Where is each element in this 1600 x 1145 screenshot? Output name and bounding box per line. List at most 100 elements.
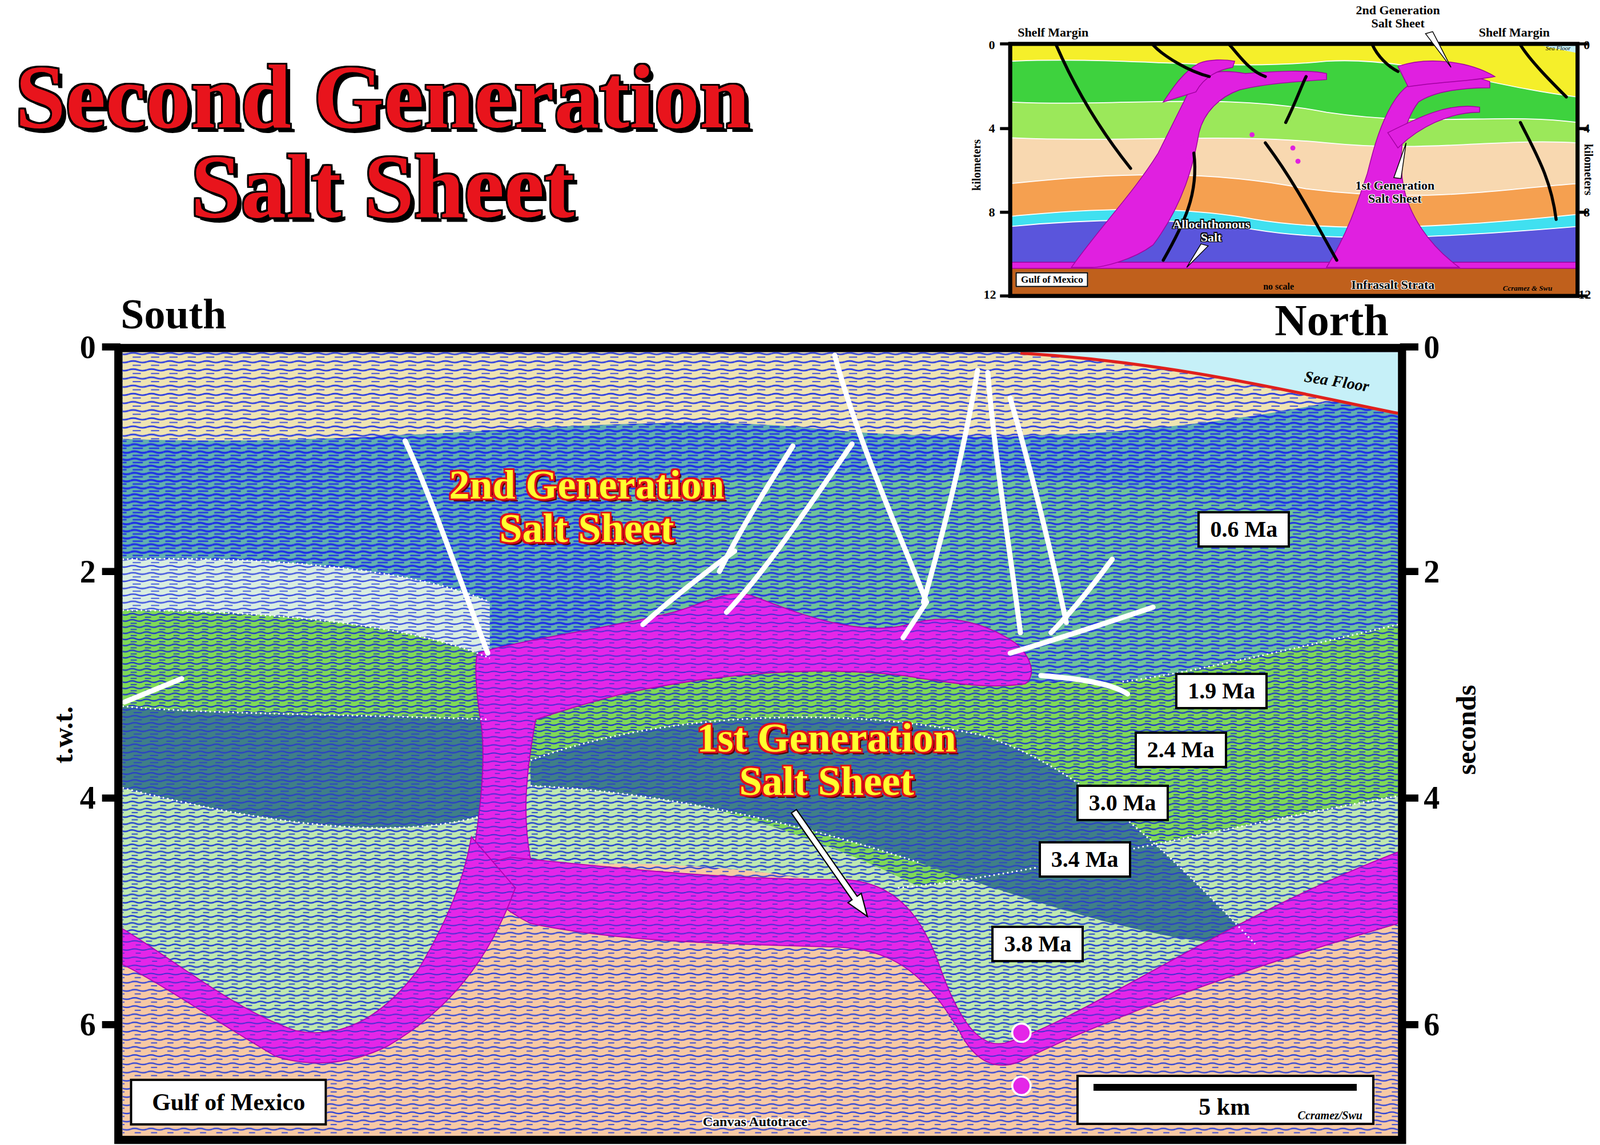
axis-title: kilometers <box>970 139 983 191</box>
age-label: 0.6 Ma <box>1209 516 1278 542</box>
axis-title: t.w.t. <box>49 706 78 764</box>
age-box: 0.6 Ma <box>1197 511 1290 548</box>
seismic-section <box>471 593 1032 868</box>
depth-ticks <box>999 294 1011 298</box>
inset-cross-section <box>1285 76 1307 123</box>
seismic-section <box>122 706 488 720</box>
salt-sheet-label: 2nd Generation Salt Sheet <box>1351 2 1446 30</box>
inset-cross-section <box>1010 137 1578 296</box>
salt-label: Allochthonous Salt <box>1165 217 1257 244</box>
inset-cross-section <box>1295 158 1301 164</box>
region-label: Gulf of Mexico <box>151 1088 306 1116</box>
scale-bar <box>1093 1083 1357 1091</box>
seismic-section <box>834 355 927 638</box>
scale-note: no scale <box>1263 282 1294 292</box>
slide-title: Second Generation Salt Sheet <box>0 51 766 232</box>
seismic-section <box>124 678 182 702</box>
inset-cross-section <box>1179 131 1301 164</box>
inset-cross-section <box>1071 71 1327 268</box>
inset-cross-section <box>1520 122 1557 220</box>
seismic-section <box>122 352 1398 1136</box>
age-box: 3.4 Ma <box>1038 841 1132 878</box>
seismic-section <box>122 610 490 720</box>
depth-number: 4 <box>988 122 995 135</box>
seismic-section <box>791 809 868 917</box>
credit-note: Ccramez & Swu <box>1502 283 1553 292</box>
depth-number: 8 <box>1583 206 1590 219</box>
salt-sheet-label: 1st Generation Salt Sheet <box>666 717 987 804</box>
time-number: 4 <box>1423 781 1440 814</box>
age-label: 3.0 Ma <box>1088 790 1157 816</box>
inset-cross-section <box>1397 61 1495 87</box>
region-box: Gulf of Mexico <box>1015 271 1089 288</box>
age-box: 3.0 Ma <box>1076 784 1169 822</box>
shelf-margin-label: Shelf Margin <box>1017 26 1089 40</box>
inset-cross-section <box>1010 59 1578 269</box>
inset-cross-section <box>1372 45 1399 72</box>
inset-cross-section <box>1520 45 1567 98</box>
shelf-margin-label: Shelf Margin <box>1478 26 1550 40</box>
seismic-section <box>1012 1076 1031 1095</box>
time-ticks <box>102 794 121 802</box>
direction-label: North <box>1274 298 1389 343</box>
seismic-section <box>122 610 490 659</box>
salt-sheet-label: 2nd Generation Salt Sheet <box>427 464 747 551</box>
seismic-section <box>122 352 1398 441</box>
depth-ticks <box>999 43 1588 296</box>
inset-cross-section <box>1163 153 1195 261</box>
credit-note: Ccramez/Swu <box>1297 1109 1363 1121</box>
seismic-section <box>530 717 1256 944</box>
time-number: 0 <box>79 331 96 364</box>
inset-cross-section <box>1290 145 1296 151</box>
time-ticks <box>102 567 121 576</box>
depth-number: 0 <box>988 38 995 52</box>
age-label: 2.4 Ma <box>1147 737 1215 763</box>
depth-number: 12 <box>1578 288 1591 301</box>
sea-floor-label: Sea Floor <box>1545 44 1571 51</box>
inset-pointers <box>1425 31 1451 68</box>
time-ticks <box>1400 1020 1419 1029</box>
axis-title: seconds <box>1452 684 1481 775</box>
depth-ticks <box>999 126 1011 130</box>
seismic-section <box>1010 398 1067 623</box>
inset-cross-section <box>1186 153 1192 159</box>
seismic-section <box>1010 606 1153 653</box>
inset-cross-section <box>1249 131 1255 138</box>
time-ticks <box>1400 567 1419 576</box>
seismic-section <box>1012 1023 1031 1095</box>
inset-cross-section <box>1010 59 1578 296</box>
inset-cross-section <box>1010 267 1578 296</box>
inset-cross-section <box>1010 43 1578 296</box>
depth-number: 4 <box>1583 122 1590 135</box>
inset-pointers <box>1186 31 1451 268</box>
seismic-section <box>122 352 1398 1136</box>
time-number: 0 <box>1423 331 1440 364</box>
inset-cross-section <box>1179 140 1185 146</box>
depth-number: 0 <box>1583 38 1590 52</box>
seismic-section <box>122 706 488 828</box>
seismic-section <box>122 788 480 828</box>
axis-title: kilometers <box>1582 143 1595 196</box>
inset-cross-section <box>1265 142 1337 261</box>
time-number: 4 <box>79 781 96 814</box>
inset-cross-section <box>1229 45 1266 77</box>
seismic-section <box>1040 675 1128 694</box>
inset-cross-section <box>1152 45 1209 77</box>
seismic-section <box>726 443 852 613</box>
inset-cross-section <box>1163 59 1235 103</box>
seismic-section <box>1020 352 1398 413</box>
time-ticks <box>102 343 121 351</box>
seismic-section <box>1012 1023 1031 1042</box>
inset-cross-section <box>1010 43 1578 296</box>
region-label: Gulf of Mexico <box>1020 274 1084 285</box>
age-box: 3.8 Ma <box>991 925 1084 963</box>
age-label: 3.8 Ma <box>1003 931 1072 957</box>
direction-label: South <box>120 292 227 336</box>
time-ticks <box>1400 343 1419 351</box>
inset-cross-section <box>1056 45 1131 169</box>
inset-cross-section <box>1326 74 1490 268</box>
seismic-section <box>923 370 978 603</box>
inset-pointers <box>1393 142 1406 179</box>
age-box: 1.9 Ma <box>1175 672 1268 710</box>
inset-cross-section <box>1056 45 1567 261</box>
